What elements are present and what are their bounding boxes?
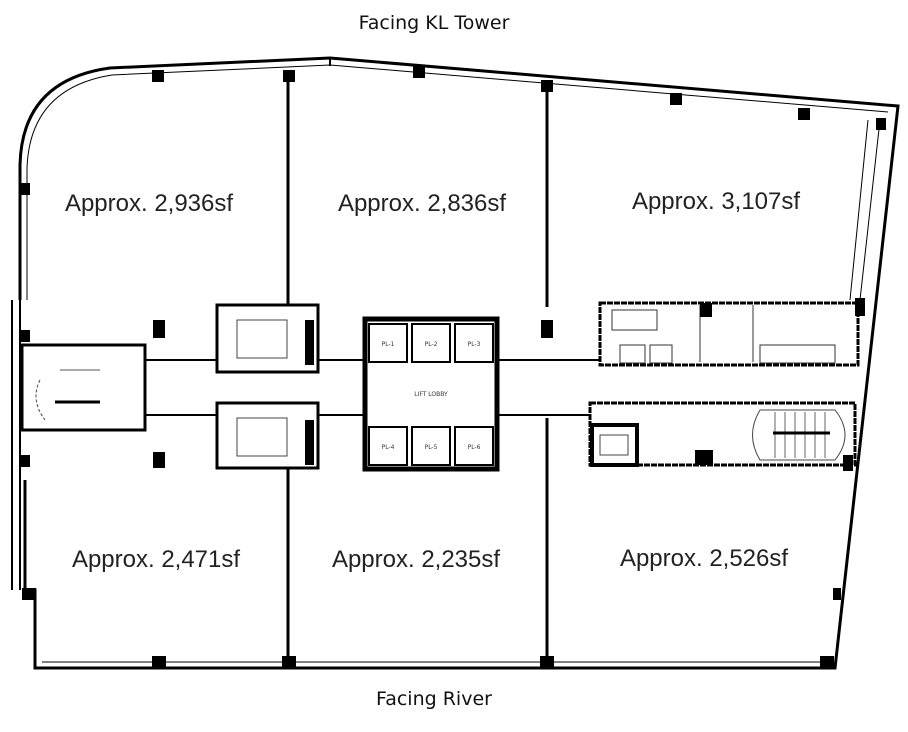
unit-area-south-west: Approx. 2,471sf bbox=[72, 546, 240, 573]
unit-area-north-east: Approx. 3,107sf bbox=[632, 188, 800, 215]
building-outline bbox=[11, 56, 900, 670]
machine-room-south bbox=[215, 401, 320, 470]
unit-area-north-centre: Approx. 2,836sf bbox=[338, 190, 506, 217]
lift-label: PL-1 bbox=[382, 341, 395, 348]
tenancy-dividers bbox=[286, 72, 549, 665]
lift-lobby-label: LIFT LOBBY bbox=[414, 391, 448, 398]
lift-label: PL-2 bbox=[425, 341, 438, 348]
stair-west bbox=[20, 343, 147, 432]
toilets bbox=[598, 301, 860, 367]
facing-river-label: Facing River bbox=[376, 688, 492, 710]
unit-area-south-centre: Approx. 2,235sf bbox=[332, 546, 500, 573]
unit-area-south-east: Approx. 2,526sf bbox=[620, 545, 788, 572]
lift-label: PL-4 bbox=[382, 444, 395, 451]
columns bbox=[20, 66, 886, 668]
unit-area-north-west: Approx. 2,936sf bbox=[65, 190, 233, 217]
lift-label: PL-5 bbox=[425, 444, 438, 451]
lift-core: PL-1 PL-2 PL-3 PL-4 PL-5 PL-6 LIFT LOBBY bbox=[362, 316, 500, 472]
lift-label: PL-6 bbox=[468, 444, 481, 451]
lift-label: PL-3 bbox=[468, 341, 481, 348]
facing-kl-tower-label: Facing KL Tower bbox=[358, 12, 510, 34]
machine-room-north bbox=[215, 303, 320, 374]
service-core-east bbox=[588, 401, 857, 467]
